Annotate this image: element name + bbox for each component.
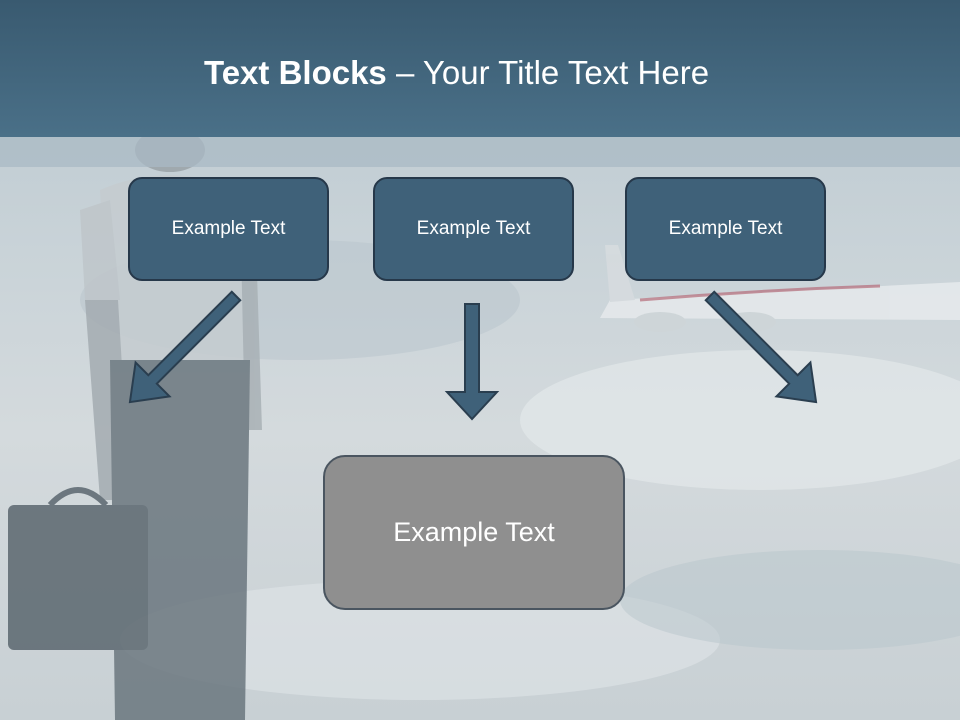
title-rest: – Your Title Text Here <box>386 54 710 91</box>
result-block[interactable]: Example Text <box>323 455 625 610</box>
arrow-right-diagonal <box>704 290 818 404</box>
title-bar <box>0 0 960 137</box>
arrow-left-diagonal <box>128 290 242 404</box>
title-bold: Text Blocks <box>204 54 387 91</box>
result-block-label: Example Text <box>393 517 555 547</box>
text-block-2-label: Example Text <box>416 218 531 239</box>
text-block-3[interactable]: Example Text <box>625 177 826 281</box>
text-block-3-label: Example Text <box>668 218 783 239</box>
text-block-1[interactable]: Example Text <box>128 177 329 281</box>
title-underband <box>0 137 960 167</box>
arrow-center-down <box>444 303 500 421</box>
text-block-2[interactable]: Example Text <box>373 177 574 281</box>
slide-title: Text Blocks – Your Title Text Here <box>204 54 709 92</box>
text-block-1-label: Example Text <box>171 218 286 239</box>
